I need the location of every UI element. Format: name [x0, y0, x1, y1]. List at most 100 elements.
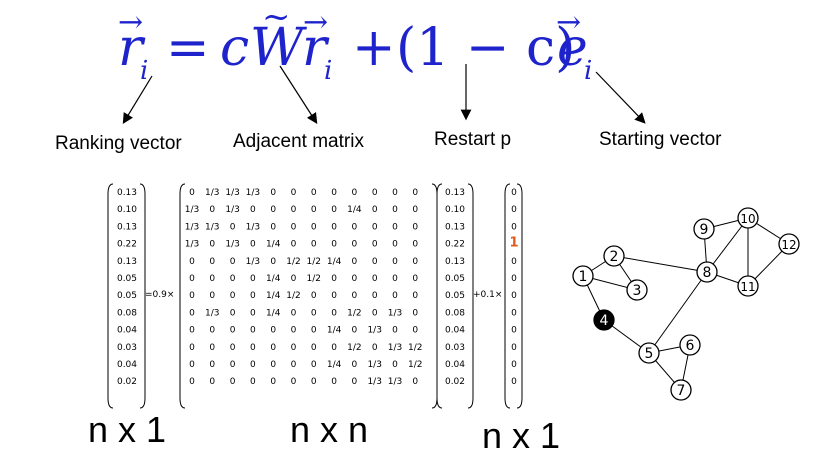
matrix-cell: 0	[270, 343, 276, 353]
matrix-cell: 0	[412, 291, 418, 301]
matrix-cell: 0	[189, 377, 195, 387]
graph-node-11: 11	[737, 275, 759, 297]
matrix-cell: 0	[331, 377, 337, 387]
matrix-cell: 0	[392, 222, 398, 232]
matrix-cell: 0	[230, 257, 236, 267]
starting-vector-entry: 0	[511, 274, 517, 284]
matrix-cell: 0	[230, 377, 236, 387]
ranking-vector-right-right-bracket	[467, 183, 474, 409]
matrix-cell: 0	[372, 343, 378, 353]
matrix-cell: 0	[250, 205, 256, 215]
matrix-cell: 0	[291, 326, 297, 336]
matrix-cell: 0	[372, 291, 378, 301]
vector-arrow-icon: →	[303, 5, 329, 40]
pagerank-formula: r → i = c W ~ r → i + (1 − c) e → i	[0, 0, 827, 90]
graph-node-label: 9	[700, 222, 709, 238]
ranking-vector-right-entry: 0.08	[445, 308, 465, 318]
graph-node-6: 6	[679, 334, 701, 356]
graph-node-circle	[737, 207, 759, 229]
matrix-cell: 0	[311, 205, 317, 215]
matrix-cell: 1/3	[225, 205, 239, 215]
matrix-cell: 0	[311, 308, 317, 318]
matrix-cell: 0	[189, 360, 195, 370]
matrix-cell: 0	[230, 326, 236, 336]
matrix-cell: 0	[209, 257, 215, 267]
formula-one-minus-c: (1 − c)	[396, 18, 576, 78]
matrix-cell: 0	[352, 240, 358, 250]
matrix-cell: 1/2	[347, 343, 361, 353]
matrix-cell: 0	[331, 188, 337, 198]
matrix-cell: 0	[311, 360, 317, 370]
graph-node-circle	[593, 309, 615, 331]
matrix-cell: 0	[291, 377, 297, 387]
matrix-cell: 1/4	[327, 257, 342, 267]
dimension-label-left: n x 1	[88, 409, 167, 450]
matrix-cell: 0	[311, 377, 317, 387]
matrix-cell: 0	[291, 240, 297, 250]
matrix-cell: 0	[331, 274, 337, 284]
matrix-cell: 0	[270, 222, 276, 232]
matrix-cell: 0	[230, 360, 236, 370]
matrix-cell: 1/3	[367, 360, 381, 370]
matrix-cell: 1/3	[205, 188, 219, 198]
matrix-cell: 0	[291, 188, 297, 198]
starting-vector-entry: 0	[511, 343, 517, 353]
matrix-cell: 0	[270, 205, 276, 215]
graph-node-1: 1	[572, 265, 594, 287]
matrix-cell: 0	[331, 343, 337, 353]
matrix-cell: 1/4	[327, 326, 342, 336]
matrix-cell: 0	[209, 205, 215, 215]
matrix-cell: 1/4	[266, 291, 281, 301]
matrix-cell: 0	[331, 291, 337, 301]
matrix-cell: 1/3	[185, 205, 199, 215]
starting-vector-entry: 0	[511, 257, 517, 267]
ranking-vector-entry: 0.05	[117, 291, 137, 301]
ranking-vector-right-bracket	[139, 183, 146, 409]
ranking-vector-right-entry: 0.22	[445, 240, 465, 250]
label-starting-vector: Starting vector	[599, 129, 722, 150]
matrix-cell: 1/4	[266, 274, 281, 284]
formula-plus: +	[352, 18, 396, 78]
graph-node-5: 5	[638, 342, 660, 364]
graph-node-circle	[693, 218, 715, 240]
matrix-cell: 0	[270, 257, 276, 267]
graph-edge	[706, 217, 749, 273]
matrix-cell: 0	[270, 326, 276, 336]
graph-node-label: 10	[740, 212, 755, 226]
matrix-cell: 1/3	[367, 377, 381, 387]
ranking-vector-right-entry: 0.02	[445, 377, 465, 387]
graph-node-7: 7	[670, 379, 692, 401]
matrix-cell: 0	[311, 291, 317, 301]
matrix-cell: 0	[412, 222, 418, 232]
graph-node-label: 5	[645, 346, 654, 362]
formula-r-right: r	[302, 18, 327, 78]
starting-vector-entry: 0	[511, 291, 517, 301]
starting-vector-entry: 0	[511, 205, 517, 215]
matrix-cell: 1/2	[307, 274, 321, 284]
matrix-cell: 0	[209, 240, 215, 250]
matrix-cell: 0	[270, 188, 276, 198]
vector-arrow-icon: →	[118, 5, 144, 40]
starting-vector-entry: 0	[511, 308, 517, 318]
matrix-cell: 0	[291, 222, 297, 232]
matrix-cell: 1/2	[307, 257, 321, 267]
formula-equals: =	[166, 18, 210, 78]
matrix-cell: 0	[230, 291, 236, 301]
matrix-cell: 0	[352, 257, 358, 267]
matrix-cell: 1/3	[388, 377, 402, 387]
graph-node-10: 10	[737, 207, 759, 229]
ranking-vector-right-entry: 0.03	[445, 343, 465, 353]
matrix-cell: 0	[311, 326, 317, 336]
dimension-label-middle: n x n	[290, 409, 369, 450]
matrix-cell: 0	[230, 308, 236, 318]
matrix-cell: 1/3	[225, 240, 239, 250]
graph-edge	[648, 271, 708, 354]
matrix-cell: 1/2	[286, 291, 300, 301]
graph-node-label: 8	[703, 265, 712, 281]
graph-node-label: 7	[677, 383, 686, 399]
matrix-cell: 0	[352, 222, 358, 232]
matrix-cell: 0	[372, 257, 378, 267]
graph-edge	[613, 255, 708, 273]
matrix-cell: 0	[392, 326, 398, 336]
ranking-vector-right-entry: 0.13	[445, 257, 465, 267]
